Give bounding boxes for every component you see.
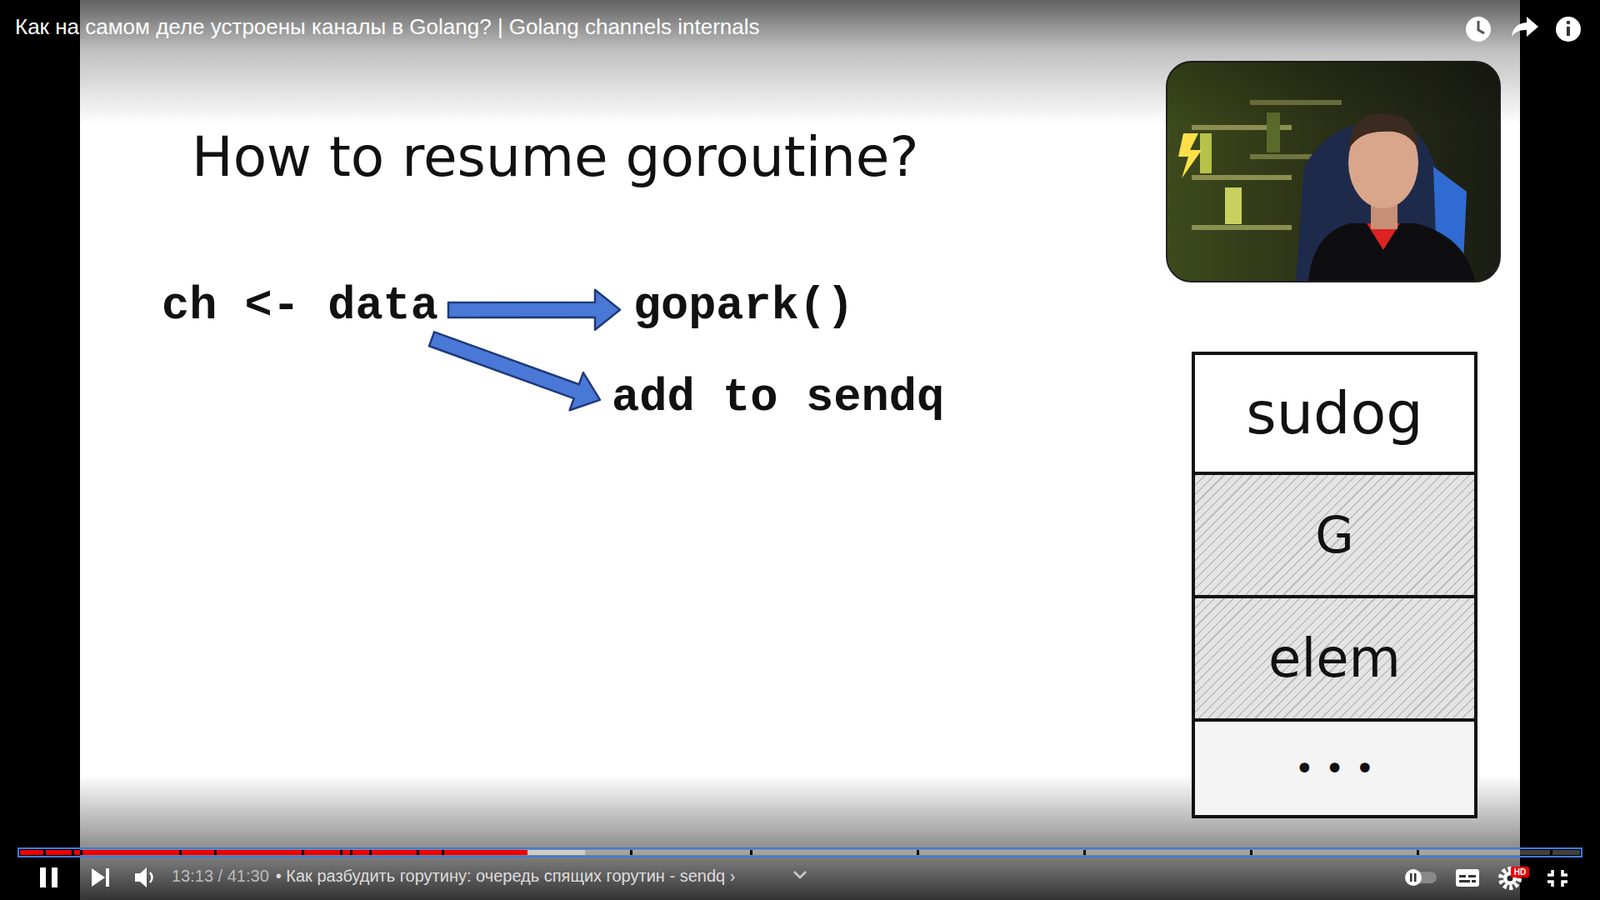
subtitles-icon <box>1468 875 1476 878</box>
subtitles-icon <box>1455 869 1480 887</box>
row-text: • • • <box>1294 749 1375 788</box>
exit-fullscreen-icon <box>1547 881 1553 887</box>
next-icon <box>91 868 110 887</box>
subtitles-icon <box>1459 875 1466 878</box>
progress-track <box>20 850 1580 855</box>
pause-icon <box>40 867 46 888</box>
clock-hands <box>1478 20 1485 34</box>
subtitles-icon <box>1459 880 1470 883</box>
subtitles-icon <box>1455 869 1480 887</box>
video-time: 13:13 / 41:30 <box>171 866 270 886</box>
header-text: sudog <box>1245 379 1424 448</box>
row-text: G <box>1315 505 1355 565</box>
table-row: G <box>1195 471 1475 595</box>
node-text: gopark() <box>633 281 855 333</box>
chapter-title: • Как разбудить горутину: очередь спящих… <box>275 866 736 886</box>
chapter-gaps <box>750 850 753 855</box>
chapter-gaps <box>43 850 1553 855</box>
row-text: elem <box>1268 627 1401 690</box>
neon-bolt <box>1178 133 1202 179</box>
chapter-gaps <box>630 850 633 855</box>
chapter-gaps <box>916 850 920 855</box>
chapter-gaps <box>80 850 83 855</box>
info-circle <box>1555 16 1581 42</box>
progress-focus <box>18 848 1582 857</box>
table-header: sudog <box>1195 355 1475 472</box>
autoplay-toggle <box>1405 869 1437 886</box>
chapter-gaps <box>214 850 217 855</box>
video-title: Как на самом деле устроены каналы в Gola… <box>15 14 760 40</box>
watch-later-icon <box>1465 16 1491 42</box>
chapter-chevron <box>794 871 806 878</box>
volume-icon <box>135 867 153 888</box>
chapter-gaps <box>340 850 343 855</box>
shelf <box>1191 225 1292 230</box>
shelf <box>1191 175 1292 180</box>
shelf-item <box>1200 133 1212 174</box>
node-text: ch <- data <box>161 281 439 333</box>
chapter-gaps <box>1250 850 1253 855</box>
exit-fullscreen-icon <box>1562 881 1568 887</box>
code-text: ch <- data <box>158 278 442 336</box>
code-text: add to sendq <box>608 370 948 428</box>
progress-played <box>20 850 528 855</box>
info-icon <box>1555 16 1581 42</box>
chapter-gaps <box>369 850 372 855</box>
flow-arrow <box>448 290 620 330</box>
chapter-gaps <box>301 850 305 855</box>
clock-face <box>1465 16 1491 42</box>
hd-badge-text: HD <box>1512 866 1528 878</box>
info-mark <box>1566 26 1570 36</box>
volume-icon <box>150 872 153 883</box>
person-shirt <box>1308 223 1475 282</box>
exit-fullscreen-icon <box>1562 870 1568 875</box>
table-row: elem <box>1195 595 1475 719</box>
chapter-gaps <box>441 850 445 855</box>
hd-badge <box>1510 866 1530 878</box>
chapter-gaps <box>71 850 75 855</box>
chapter-gaps <box>1083 850 1086 855</box>
exit-fullscreen-icon <box>1547 870 1568 887</box>
pause-icon <box>51 867 58 888</box>
next-icon <box>91 868 105 887</box>
flow-arrow <box>429 331 600 410</box>
sudog-table: sudogGelem • • • <box>1191 351 1478 819</box>
chapter-gaps <box>43 850 46 855</box>
chapter-gaps <box>179 850 182 855</box>
chapter-gaps <box>1416 850 1420 855</box>
subtitles-icon <box>1471 880 1476 883</box>
chapter-gaps <box>416 850 420 855</box>
pause-icon <box>40 867 58 888</box>
code-text: gopark() <box>630 278 858 336</box>
autoplay-toggle <box>1410 873 1413 882</box>
node-text: add to sendq <box>611 373 945 425</box>
slide-title: How to resume goroutine? <box>191 125 919 190</box>
share-icon <box>1511 16 1539 37</box>
chapter-gaps <box>1550 850 1553 855</box>
autoplay-toggle <box>1414 873 1417 882</box>
volume-icon <box>135 867 147 888</box>
progress-buffer <box>20 850 585 855</box>
table-row: • • • <box>1195 718 1475 815</box>
shelf-item <box>1225 187 1242 225</box>
chapter-gaps <box>350 850 353 855</box>
exit-fullscreen-icon <box>1547 870 1553 875</box>
autoplay-toggle <box>1405 869 1422 886</box>
info-mark <box>1566 20 1571 25</box>
next-icon <box>105 868 110 887</box>
